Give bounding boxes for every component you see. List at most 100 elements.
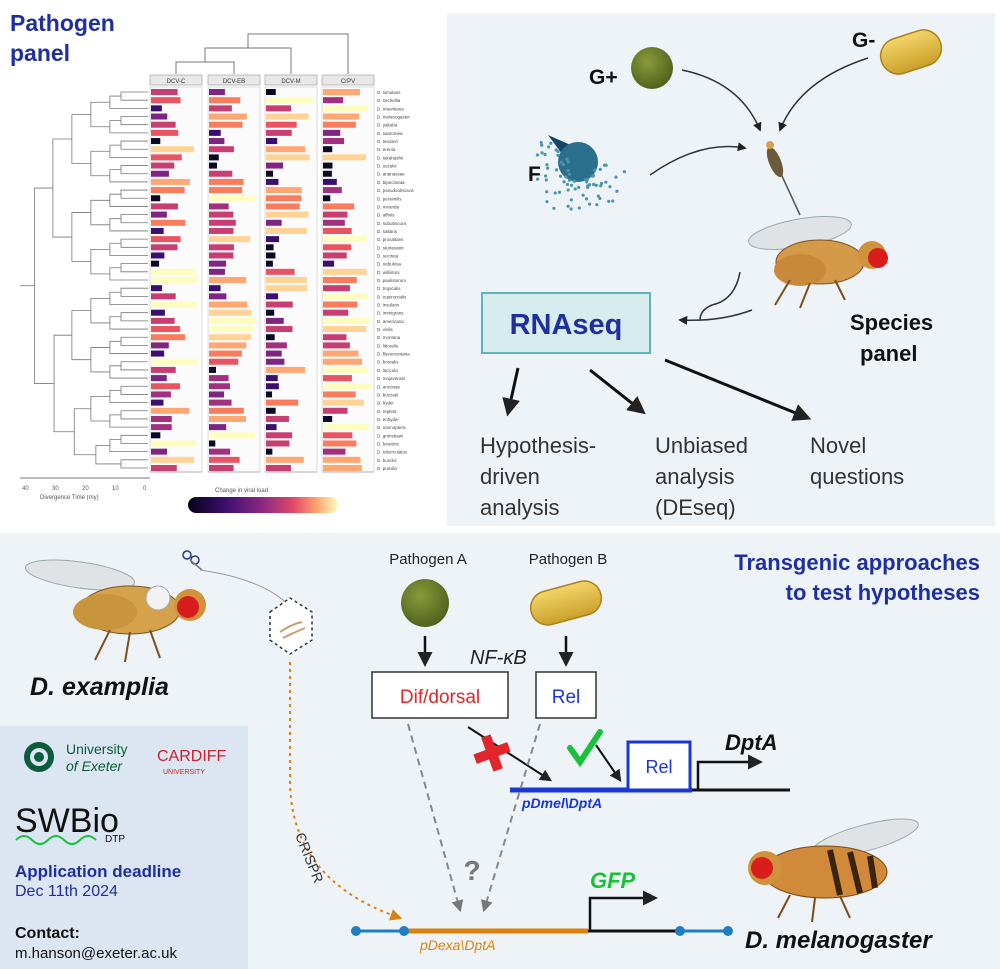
hypothesis-line3: analysis <box>480 495 559 520</box>
viral-load-bar <box>323 105 369 112</box>
viral-load-bar <box>151 162 175 169</box>
tree-branch <box>109 414 148 428</box>
transgenic-title-line2: to test hypotheses <box>786 580 980 605</box>
nfkb-label: NF-κB <box>470 647 527 669</box>
tree-branch <box>120 361 148 371</box>
viral-load-bar <box>209 399 232 406</box>
tree-branch <box>52 138 72 238</box>
unbiased-line1: Unbiased <box>655 433 748 458</box>
species-label: D. takahashii <box>377 155 403 160</box>
tree-branch <box>109 365 148 379</box>
viral-load-bar <box>209 89 225 95</box>
pathogen-b-icon <box>529 580 603 626</box>
pdexa-label: pDexa\DptA <box>419 937 495 953</box>
viral-load-bar <box>151 236 181 243</box>
viral-load-bar <box>209 113 247 120</box>
viral-load-bar <box>266 89 276 95</box>
viral-load-bar <box>323 334 347 341</box>
viral-load-bar <box>151 211 167 218</box>
viral-load-bar <box>151 358 199 365</box>
viral-load-bar <box>323 285 350 292</box>
species-label: D. subobscura <box>377 221 407 226</box>
species-label: D. santomea <box>377 131 403 136</box>
fly-to-rnaseq-arrow <box>678 309 753 325</box>
viral-load-bar <box>323 375 352 382</box>
gram-positive-label: G+ <box>589 66 618 89</box>
viral-load-bar <box>323 187 342 194</box>
species-label: D. saltans <box>377 229 398 234</box>
facet-dendrogram <box>175 33 349 74</box>
viral-load-bar <box>323 203 355 210</box>
scissors-icon <box>182 550 203 571</box>
viral-load-bar <box>209 407 244 414</box>
phylogenetic-tree <box>20 91 148 469</box>
axis-tick: 0 <box>143 486 147 492</box>
tree-branch <box>120 116 148 126</box>
unbiased-arrow <box>589 368 646 415</box>
viral-load-bar <box>266 424 277 431</box>
novel-line1: Novel <box>810 433 866 458</box>
viral-load-bar <box>266 236 280 243</box>
species-label: D. nebulosa <box>377 262 402 267</box>
viral-load-bar <box>323 195 331 202</box>
gram-negative-label: G- <box>852 29 875 52</box>
viral-load-bar <box>209 375 229 382</box>
viral-load-bar <box>323 138 345 145</box>
viral-load-bar <box>151 407 190 414</box>
viral-load-bar <box>209 138 225 145</box>
viral-load-bar <box>266 399 299 406</box>
crispr-label: CRISPR <box>292 830 327 885</box>
viral-load-bar <box>209 236 251 243</box>
pathogen-panel-title-text: Pathogen panel <box>10 10 115 66</box>
species-label: D. persimilis <box>377 196 402 201</box>
tree-branch <box>90 101 110 128</box>
viral-load-bar <box>151 260 160 267</box>
species-label: D. mauritiana <box>377 106 404 111</box>
species-label: D. equinoxialis <box>377 294 407 299</box>
viral-load-bar <box>209 121 243 128</box>
viral-load-bar <box>209 415 246 422</box>
viral-load-bar <box>323 277 357 283</box>
fungus-spore-icon <box>535 135 626 211</box>
att-site-icon <box>351 926 361 936</box>
dif-binding-arrow <box>467 726 553 782</box>
tree-branch <box>120 336 148 346</box>
fly-d-examplia-icon <box>25 559 206 663</box>
tree-branch <box>90 199 110 226</box>
viral-load-bar <box>151 227 164 234</box>
tree-branch <box>71 212 91 263</box>
viral-load-bar <box>151 138 161 145</box>
tree-branch <box>120 263 148 273</box>
tree-branch <box>53 334 75 433</box>
tree-branch <box>109 144 148 158</box>
viral-load-bar <box>209 293 227 300</box>
viral-load-bar <box>209 334 252 341</box>
viral-load-bar <box>323 317 370 324</box>
fly-d-melanogaster-icon <box>748 818 919 923</box>
tree-branch <box>109 389 148 404</box>
tree-branch <box>73 408 96 456</box>
viral-load-bar <box>266 113 309 120</box>
species-label: D. affinis <box>377 213 395 218</box>
species-label: D. prosaltans <box>377 237 404 242</box>
viral-load-bar <box>209 187 243 194</box>
viral-load-bar <box>323 211 348 218</box>
cardiff-line2: UNIVERSITY <box>163 769 205 776</box>
viral-load-bar <box>323 113 360 120</box>
pathogen-a-icon <box>401 579 449 627</box>
viral-load-bar <box>323 383 371 390</box>
species-label: D. bipectinata <box>377 180 405 185</box>
viral-load-bar <box>266 366 306 373</box>
species-label: D. willistoni <box>377 270 400 275</box>
tree-branch <box>95 445 121 465</box>
facet-header <box>149 74 203 86</box>
species-label: D. repleta <box>377 409 397 414</box>
viral-load-bar <box>266 334 275 341</box>
viral-load-bar <box>323 301 358 308</box>
species-label: D. melanogaster <box>377 115 411 120</box>
species-label: D. lacicola <box>377 368 398 373</box>
species-label: D. mojavensis <box>377 376 406 381</box>
gfp-transcription-arrow <box>588 890 658 931</box>
viral-load-bar <box>209 456 240 463</box>
viral-load-bar <box>266 170 274 177</box>
